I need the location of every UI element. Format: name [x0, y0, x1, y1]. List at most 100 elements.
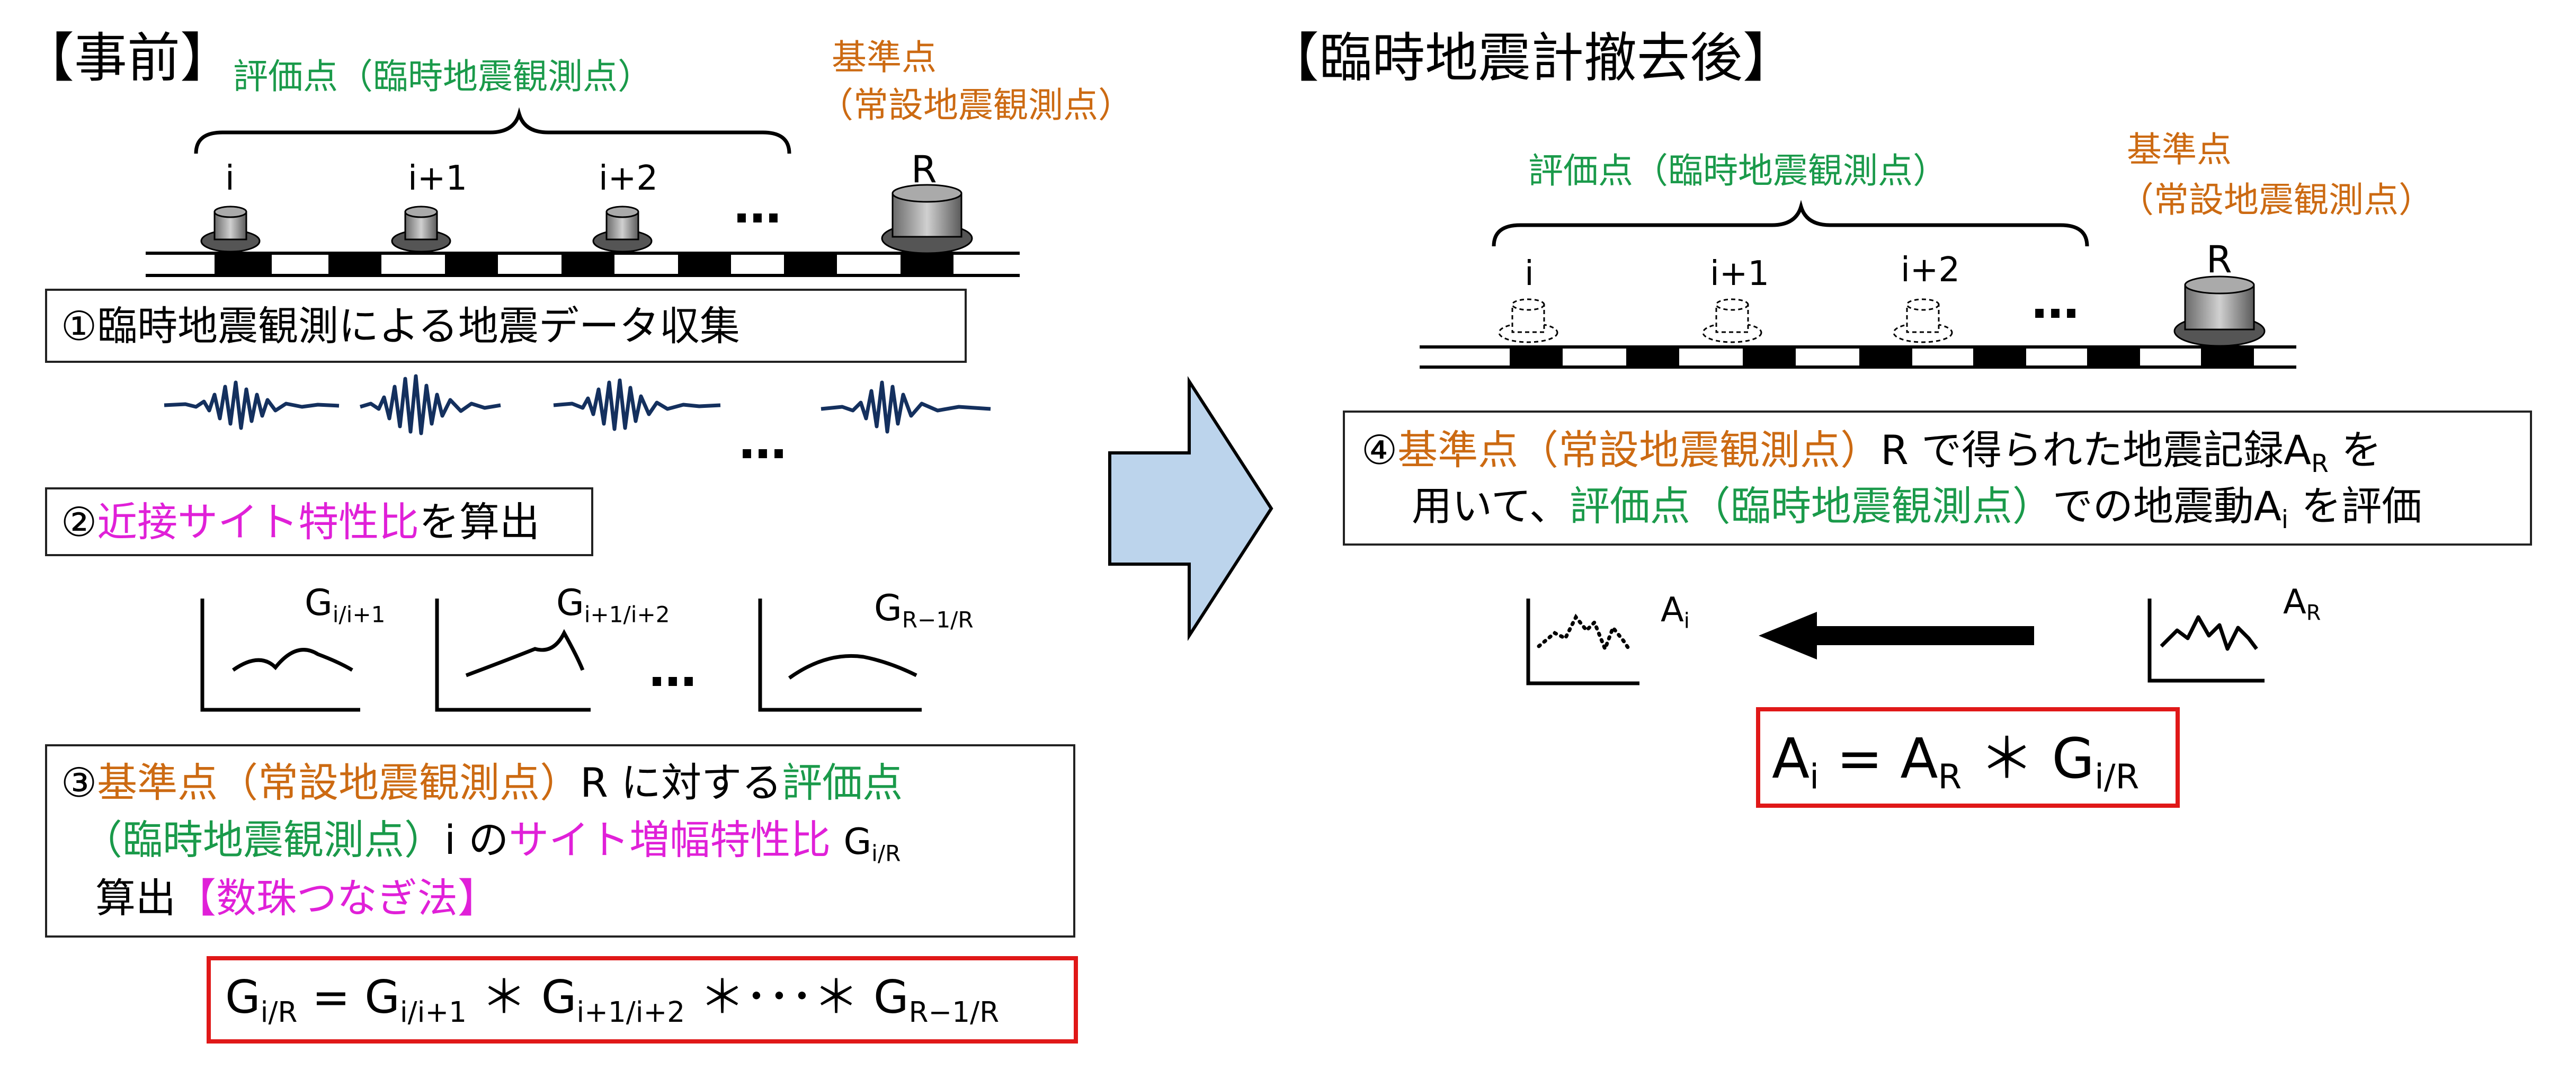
step4-ai-sub: i	[2281, 505, 2289, 535]
formula-t1-base: G	[364, 971, 400, 1024]
graph-1-label-sub: i/i+1	[332, 601, 386, 628]
waveforms-ellipsis: …	[739, 414, 787, 470]
right-removed-seismometer-i2	[1893, 298, 1953, 343]
right-station-label-i2: i+2	[1901, 251, 1960, 290]
ar-label-base: A	[2283, 583, 2306, 622]
left-ref-point-label-1: 基準点	[832, 37, 937, 78]
step4-line1: ④基準点（常設地震観測点）R で得られた地震記録AR を	[1361, 430, 2382, 479]
left-eval-point-label: 評価点（臨時地震観測点）	[233, 56, 653, 97]
left-seismometer-r	[881, 184, 973, 254]
left-station-label-r: R	[911, 148, 937, 191]
left-title: 【事前】	[21, 27, 233, 89]
left-seismometer-i1	[391, 206, 451, 253]
right-formula-lhs-sub: i	[1810, 757, 1820, 797]
step4-box	[1343, 411, 2532, 546]
ar-label: AR	[2283, 585, 2321, 624]
waveform-3	[553, 378, 721, 431]
graph-2-curve	[465, 629, 585, 677]
left-formula-box	[207, 956, 1078, 1044]
step2-rest: を算出	[419, 498, 540, 546]
right-formula-t1-sub: R	[1938, 757, 1962, 797]
right-formula-t2-sub: i/R	[2094, 757, 2140, 797]
graph-2-label-sub: i+1/i+2	[584, 601, 670, 628]
waveform-2	[359, 374, 501, 435]
step2-box	[45, 487, 593, 556]
step3-g-base: G	[843, 821, 872, 863]
formula-lhs-sub: i/R	[260, 996, 298, 1029]
graph-2-label: Gi+1/i+2	[556, 585, 670, 626]
right-formula-lhs-base: A	[1772, 726, 1810, 791]
formula-t1-sub: i/i+1	[399, 996, 467, 1029]
right-formula-op: ＊	[1962, 726, 2052, 791]
graph-1-axes	[200, 599, 360, 712]
right-seismometer-r	[2173, 275, 2266, 347]
ai-label-base: A	[1661, 591, 1684, 630]
step3-line1: ③基準点（常設地震観測点）R に対する評価点	[61, 763, 903, 803]
step4-line2: 用いて、評価点（臨時地震観測点）での地震動Ai を評価	[1412, 483, 2422, 535]
right-eval-point-label: 評価点（臨時地震観測点）	[1528, 150, 1948, 191]
ai-graph-curve	[1537, 613, 1631, 654]
right-formula-box	[1756, 707, 2180, 808]
right-station-label-i1: i+1	[1710, 254, 1770, 293]
right-title: 【臨時地震計撤去後】	[1266, 27, 1796, 89]
ar-graph-curve	[2160, 615, 2258, 651]
waveform-1	[164, 380, 340, 430]
step3-line3: 算出【数珠つなぎ法】	[95, 878, 498, 919]
graph-3-label: GR−1/R	[874, 591, 974, 631]
step4-line2-b: での地震動A	[2052, 483, 2281, 530]
graph-3-axes	[758, 599, 922, 712]
graph-3-label-sub: R−1/R	[902, 607, 974, 633]
step3-calc: 算出	[95, 875, 176, 922]
formula-op2: ＊･･･＊	[685, 971, 873, 1024]
formula-t3-sub: R−1/R	[908, 996, 1000, 1029]
step3-r-text: R に対する	[580, 759, 782, 806]
step4-wo: を	[2328, 426, 2382, 474]
graphs-ellipsis: …	[649, 642, 697, 698]
graph-2-axes	[435, 599, 591, 712]
step1-box	[45, 289, 967, 363]
formula-t2-sub: i+1/i+2	[576, 996, 685, 1029]
formula-t2-base: G	[541, 971, 577, 1024]
estimation-arrow	[1759, 612, 2034, 659]
right-formula-eq: =	[1819, 726, 1901, 791]
waveform-4	[821, 380, 991, 434]
ar-label-sub: R	[2306, 601, 2321, 626]
graph-1-curve	[231, 648, 353, 672]
step3-line2: （臨時地震観測点）i のサイト増幅特性比 Gi/R	[82, 820, 901, 865]
step4-num: ④	[1361, 426, 1398, 474]
step4-ar-sub: R	[2311, 449, 2329, 479]
step2-num: ②	[61, 498, 97, 546]
right-formula-t1-base: A	[1900, 726, 1938, 791]
graph-1-label: Gi/i+1	[305, 585, 385, 626]
graph-2-label-base: G	[556, 582, 584, 624]
formula-eq: =	[297, 971, 365, 1024]
step4-r-text: R で得られた地震記録A	[1880, 426, 2312, 474]
step4-line2-c: を評価	[2288, 483, 2422, 530]
right-station-label-r: R	[2206, 238, 2232, 281]
step2-highlight: 近接サイト特性比	[97, 498, 420, 546]
right-ref-point-label-2: （常設地震観測点）	[2119, 180, 2434, 220]
step3-ratio: サイト増幅特性比	[509, 816, 831, 863]
right-formula-t2-base: G	[2052, 726, 2095, 791]
left-stations-ellipsis: …	[734, 179, 781, 234]
left-station-label-i: i	[225, 159, 235, 198]
right-removed-seismometer-i	[1498, 298, 1558, 343]
step3-i-no: i の	[444, 816, 509, 863]
step3-method: 【数珠つなぎ法】	[176, 875, 498, 922]
right-stations-ellipsis: …	[2031, 274, 2079, 329]
graph-3-curve	[788, 654, 917, 680]
ai-graph-axes	[1526, 599, 1639, 685]
step4-line2-a: 用いて、	[1412, 483, 1570, 530]
step3-box	[45, 744, 1075, 938]
ar-graph-axes	[2147, 599, 2265, 683]
right-station-label-i: i	[1525, 254, 1534, 293]
step3-g-sub: i/R	[871, 840, 901, 867]
right-ref-point-label-1: 基準点	[2127, 129, 2232, 170]
